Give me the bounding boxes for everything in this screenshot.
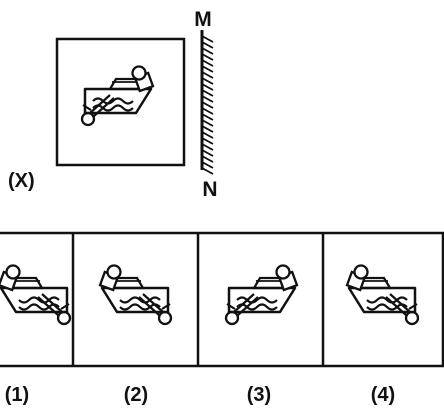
question-figure-boat <box>80 65 155 127</box>
mirror-hatch-mark <box>201 35 214 43</box>
mirror-hatch-mark <box>201 119 214 127</box>
mirror-hatch-mark <box>201 47 214 55</box>
mirror-hatch-mark <box>201 95 214 103</box>
mirror-hatch-mark <box>201 137 214 145</box>
mirror-hatch-mark <box>201 125 214 133</box>
question-figure-frame <box>55 37 186 167</box>
option-1-figure <box>0 264 72 326</box>
mirror-hatch-mark <box>201 83 214 91</box>
mirror-bottom-label: N <box>202 178 217 201</box>
mirror-hatch-mark <box>201 143 214 151</box>
mirror-hatch-mark <box>201 89 214 97</box>
option-2-label[interactable]: (2) <box>124 384 148 406</box>
mirror-hatch-mark <box>201 113 214 121</box>
option-4-label[interactable]: (4) <box>371 384 395 406</box>
mirror-top-label: M <box>194 8 212 31</box>
mirror-hatch-mark <box>201 101 214 109</box>
mirror-hatch-mark <box>201 53 214 61</box>
option-4-figure <box>345 264 420 326</box>
option-3-label[interactable]: (3) <box>247 384 271 406</box>
mirror-hatch-mark <box>201 77 214 85</box>
mirror-hatch-mark <box>201 131 214 139</box>
mirror-hatch-mark <box>201 167 214 175</box>
option-3-figure <box>224 264 299 326</box>
mirror-hatch-mark <box>201 59 214 67</box>
mirror-hatch-mark <box>201 107 214 115</box>
mirror-hatch-mark <box>201 71 214 79</box>
option-2-figure <box>98 264 173 326</box>
mirror-line <box>200 30 214 175</box>
mirror-hatch-mark <box>201 149 214 157</box>
options-strip <box>0 231 444 368</box>
mirror-hatch-mark <box>201 41 214 49</box>
mirror-hatch-mark <box>201 155 214 163</box>
mirror-hatch-mark <box>201 161 214 169</box>
mirror-hatch-mark <box>201 65 214 73</box>
option-1-label[interactable]: (1) <box>5 384 29 406</box>
question-figure-label: (X) <box>8 170 35 192</box>
